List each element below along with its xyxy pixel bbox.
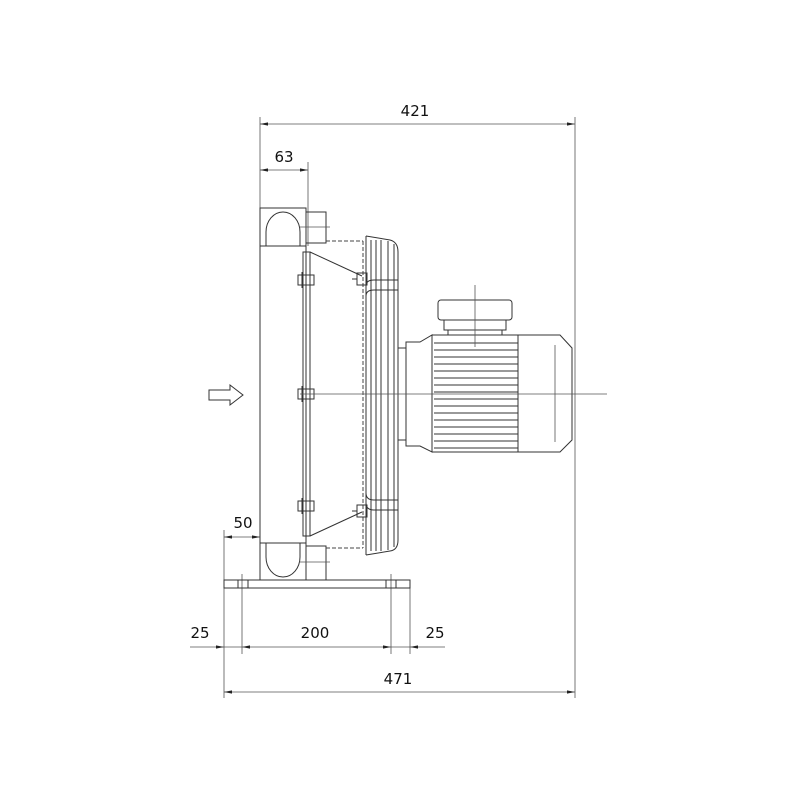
motor-cooling-fins: [434, 342, 518, 449]
dimension-421: 421: [260, 102, 575, 126]
bolt-icon: [352, 504, 368, 518]
fan-guard: [365, 235, 399, 556]
dimension-63: 63: [260, 148, 308, 172]
dimension-label: 63: [274, 148, 293, 166]
bolt-icon: [297, 498, 315, 514]
bolt-icon: [297, 272, 315, 288]
dimension-label: 471: [384, 670, 413, 688]
dimension-50: 50: [224, 514, 260, 539]
bolt-icon: [352, 272, 368, 286]
dimension-label: 25: [425, 624, 444, 642]
base-foot: [223, 579, 411, 589]
extension-lines: [223, 117, 576, 698]
fan-shroud: [297, 240, 368, 549]
airflow-arrow-icon: [208, 383, 244, 407]
dimension-label: 25: [190, 624, 209, 642]
electric-motor: [397, 285, 573, 453]
dimension-471: 471: [224, 670, 575, 694]
dimension-foot-chain: 25 200 25: [190, 624, 445, 649]
dimension-label: 50: [233, 514, 252, 532]
dimension-label: 421: [401, 102, 430, 120]
dimension-label: 200: [301, 624, 330, 642]
